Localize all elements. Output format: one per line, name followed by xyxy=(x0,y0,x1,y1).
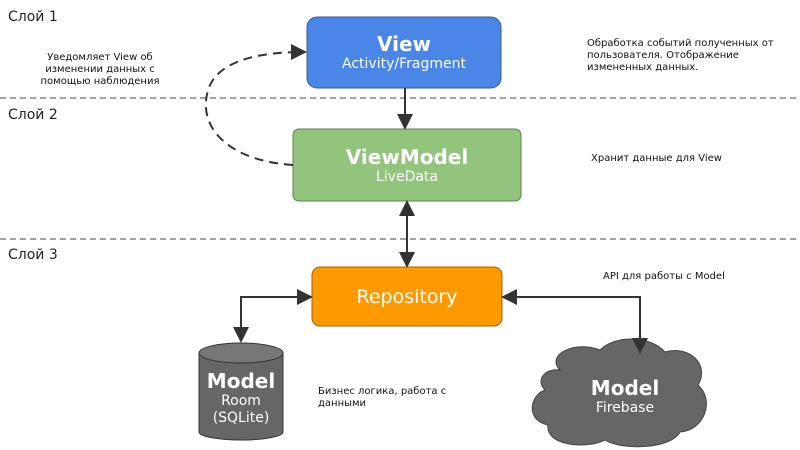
view-subtitle: Activity/Fragment xyxy=(342,56,466,72)
model-db-subtitle: Room (SQLite) xyxy=(212,393,270,426)
model-db-title: Model xyxy=(206,369,276,393)
note-repository: API для работы с Model xyxy=(603,271,725,282)
repository-title: Repository xyxy=(356,285,458,308)
model-cloud-label: Model Firebase xyxy=(560,360,690,432)
observe-dashed-arrow xyxy=(204,44,307,166)
arrow-repository-cloud xyxy=(501,289,648,354)
note-viewmodel: Хранит данные для View xyxy=(591,153,722,164)
database-cylinder xyxy=(198,342,284,441)
viewmodel-title: ViewModel xyxy=(345,144,469,169)
layer-label-3: Слой 3 xyxy=(8,247,58,263)
model-db-label: Model Room (SQLite) xyxy=(199,362,283,434)
view-label: View Activity/Fragment xyxy=(307,17,501,88)
layer-label-1: Слой 1 xyxy=(8,9,58,25)
arrow-repository-db xyxy=(233,289,313,343)
model-cloud-subtitle: Firebase xyxy=(595,399,655,416)
viewmodel-label: ViewModel LiveData xyxy=(293,129,521,201)
note-view: Обработка событий полученных от пользова… xyxy=(587,38,774,73)
view-title: View xyxy=(376,32,432,56)
viewmodel-subtitle: LiveData xyxy=(375,168,438,185)
note-model: Бизнес логика, работа с данными xyxy=(318,386,447,409)
model-cloud-title: Model xyxy=(590,375,660,400)
layer-label-2: Слой 2 xyxy=(8,107,58,123)
note-observe: Уведомляет View об изменении данных с по… xyxy=(40,52,160,87)
repository-label: Repository xyxy=(312,267,502,326)
